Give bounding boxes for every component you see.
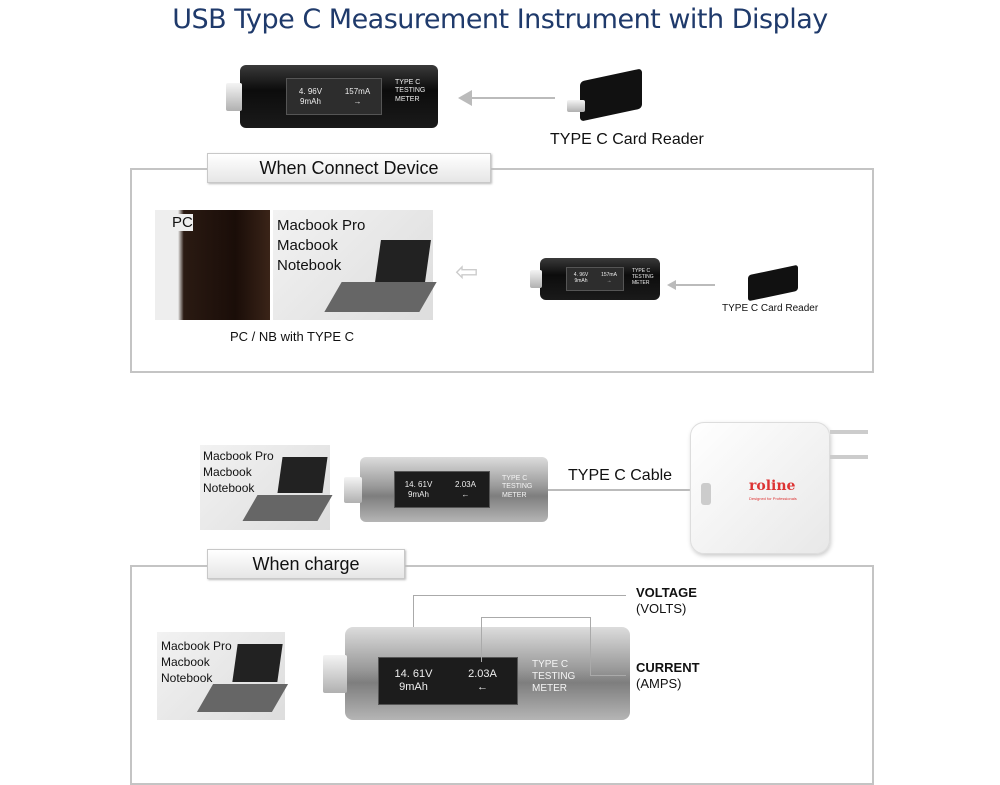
meter-label-line: TYPE C — [632, 268, 651, 274]
laptop-label: Notebook — [203, 481, 255, 495]
usb-meter-charging: 14. 61V 2.03A 9mAh ← TYPE C TESTING METE… — [344, 457, 548, 522]
laptop-label: Notebook — [161, 671, 213, 685]
laptop-label: Macbook — [277, 237, 338, 254]
charger-tagline: Designed for Professionals — [749, 496, 797, 501]
voltage-readout: 14. 61V — [404, 480, 433, 490]
voltage-callout-line — [413, 595, 626, 596]
voltage-readout: 14. 61V — [394, 668, 433, 681]
meter-label-line: TESTING — [395, 87, 426, 95]
current-callout-line — [481, 617, 591, 618]
laptop-label: Macbook Pro — [203, 449, 274, 463]
voltage-callout: VOLTAGE (VOLTS) — [636, 585, 697, 617]
current-readout: 157mA — [344, 87, 371, 97]
arrow-left-icon — [458, 90, 472, 106]
card-reader-label: TYPE C Card Reader — [550, 131, 704, 148]
current-callout: CURRENT (AMPS) — [636, 660, 700, 692]
laptop-label: Macbook — [203, 465, 252, 479]
voltage-readout: 4. 96V — [298, 87, 323, 97]
voltage-callout-line — [413, 595, 414, 627]
voltage-title: VOLTAGE — [636, 585, 697, 600]
current-title: CURRENT — [636, 660, 700, 675]
pc-label: PC — [172, 214, 193, 231]
current-readout: 157mA — [601, 272, 617, 279]
direction-arrow-icon: ← — [461, 489, 470, 499]
usb-meter-charging-large: 14. 61V 2.03A 9mAh ← TYPE C TESTING METE… — [323, 627, 630, 720]
meter-label-line: TESTING — [502, 483, 533, 491]
voltage-unit: (VOLTS) — [636, 601, 687, 616]
usb-c-plug — [323, 655, 347, 693]
meter-label-line: TESTING — [632, 274, 654, 280]
arrow-line — [470, 97, 555, 99]
card-reader-label: TYPE C Card Reader — [722, 303, 819, 314]
meter-label-line: TYPE C — [502, 475, 528, 482]
direction-arrow-icon: → — [606, 278, 612, 284]
laptop-image — [273, 210, 437, 320]
usb-c-plug — [530, 270, 542, 288]
cable-label: TYPE C Cable — [568, 467, 673, 484]
capacity-readout: 9mAh — [399, 681, 428, 693]
section-tab-charge: When charge — [207, 549, 405, 579]
hollow-arrow-left-icon: ⇦ — [455, 256, 479, 287]
meter-label-line: TYPE C — [395, 79, 421, 86]
meter-label-line: METER — [632, 280, 650, 286]
usb-meter-idle: 4. 96V 157mA 9mAh → TYPE C TESTING METER — [226, 65, 438, 128]
plug-pin — [830, 455, 868, 459]
usb-c-port — [701, 483, 711, 505]
laptop-labels: Macbook Pro Macbook Notebook — [277, 216, 365, 276]
laptop-label: Macbook Pro — [277, 217, 366, 234]
meter-label-line: METER — [532, 683, 567, 694]
capacity-readout: 9mAh — [300, 96, 321, 106]
usb-c-plug — [226, 83, 242, 111]
current-unit: (AMPS) — [636, 676, 682, 691]
pc-nb-caption: PC / NB with TYPE C — [230, 329, 355, 344]
section-tab-connect: When Connect Device — [207, 153, 491, 183]
plug-pin — [830, 430, 868, 434]
laptop-labels: Macbook Pro Macbook Notebook — [203, 448, 274, 496]
capacity-readout: 9mAh — [408, 489, 429, 499]
laptop-labels: Macbook Pro Macbook Notebook — [161, 638, 232, 686]
current-callout-line — [590, 675, 626, 676]
laptop-label: Macbook Pro — [161, 639, 232, 653]
arrow-line — [675, 284, 715, 286]
arrow-left-icon — [667, 280, 676, 290]
current-callout-line — [590, 617, 591, 675]
meter-label-line: METER — [395, 95, 420, 103]
capacity-readout: 9mAh — [574, 278, 588, 284]
connect-device-panel — [130, 168, 874, 373]
type-c-cable-line — [548, 489, 693, 491]
current-readout: 2.03A — [468, 668, 497, 681]
meter-label-line: TYPE C — [532, 659, 569, 670]
laptop-image — [200, 445, 333, 530]
laptop-label: Notebook — [277, 257, 342, 274]
direction-arrow-icon: ← — [477, 681, 488, 693]
meter-label-line: METER — [502, 491, 527, 499]
current-callout-line — [481, 617, 482, 662]
page-title: USB Type C Measurement Instrument with D… — [172, 4, 828, 35]
card-reader-image — [580, 68, 642, 122]
charger-brand-logo: roline — [749, 478, 796, 494]
card-reader-plug — [567, 100, 585, 112]
laptop-label: Macbook — [161, 655, 210, 669]
voltage-readout: 4. 96V — [573, 272, 589, 279]
usb-meter-small: 4. 96V 157mA 9mAh → TYPE C TESTING METER — [530, 258, 660, 300]
meter-label-line: TESTING — [532, 671, 576, 682]
current-readout: 2.03A — [455, 480, 476, 490]
usb-c-plug — [344, 477, 362, 503]
direction-arrow-icon: → — [353, 96, 362, 106]
roline-charger-image: roline Designed for Professionals — [690, 422, 830, 554]
laptop-image — [157, 632, 289, 720]
